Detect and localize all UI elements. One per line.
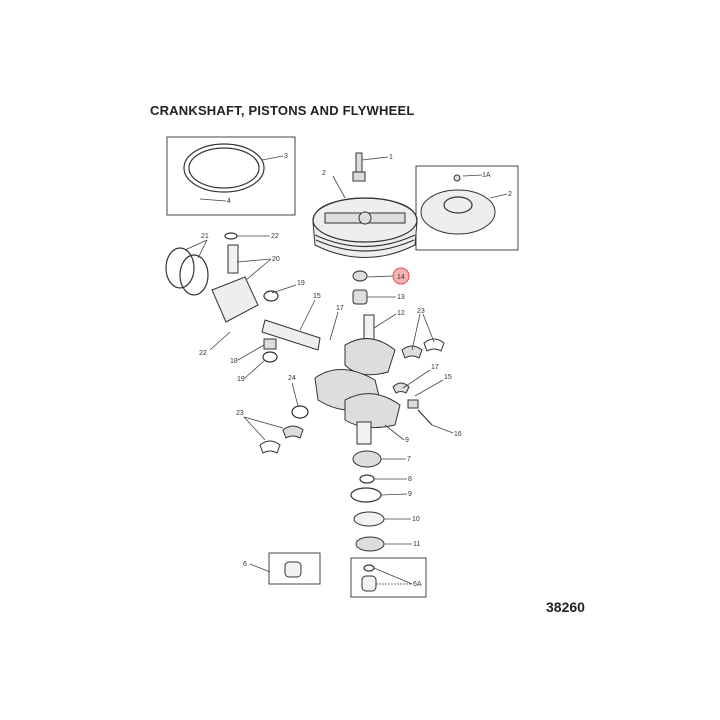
- flywheel-alternate-part: [420, 174, 496, 235]
- callout-14[interactable]: 14: [397, 274, 405, 281]
- callout-19-lower[interactable]: 19: [237, 376, 245, 383]
- callout-6a[interactable]: 6A: [413, 581, 422, 588]
- piston-rings-part: [165, 247, 195, 289]
- washer-part: [352, 270, 368, 282]
- piston-part: [211, 276, 259, 323]
- seal-ring-part: [291, 405, 309, 419]
- callout-15[interactable]: 15: [313, 293, 321, 300]
- ring-kit-box: [166, 136, 296, 216]
- kit-6a-box: [350, 557, 427, 598]
- snap-ring-part: [350, 487, 382, 503]
- callout-18[interactable]: 18: [230, 358, 238, 365]
- callout-2[interactable]: 2: [322, 170, 326, 177]
- callout-1[interactable]: 1: [389, 154, 393, 161]
- bushing-box: [268, 552, 321, 585]
- callout-12[interactable]: 12: [397, 310, 405, 317]
- flywheel-part: [312, 197, 418, 258]
- callout-7[interactable]: 7: [407, 456, 411, 463]
- bearing-half-lower-part: [282, 425, 304, 439]
- callout-4[interactable]: 4: [227, 198, 231, 205]
- callout-16[interactable]: 16: [454, 431, 462, 438]
- ball-bearing-part: [352, 450, 382, 468]
- callout-9-lower[interactable]: 9: [408, 491, 412, 498]
- callout-3[interactable]: 3: [284, 153, 288, 160]
- piston-pin-part: [227, 244, 239, 274]
- lockring-part: [224, 232, 238, 240]
- callout-23[interactable]: 23: [417, 308, 425, 315]
- highlight-marker[interactable]: [392, 267, 410, 285]
- diagram-title: CRANKSHAFT, PISTONS AND FLYWHEEL: [150, 103, 415, 118]
- connecting-rod-part: [261, 319, 321, 351]
- bearing-part: [352, 289, 368, 305]
- callout-23-lower[interactable]: 23: [236, 410, 244, 417]
- seal-part: [353, 511, 385, 527]
- callout-22-lower[interactable]: 22: [199, 350, 207, 357]
- figure-number: 38260: [546, 599, 585, 615]
- callout-8[interactable]: 8: [408, 476, 412, 483]
- seal-bearing-part: [355, 536, 385, 552]
- callout-21[interactable]: 21: [201, 233, 209, 240]
- callout-24[interactable]: 24: [288, 375, 296, 382]
- callout-13[interactable]: 13: [397, 294, 405, 301]
- callout-17-lower[interactable]: 17: [431, 364, 439, 371]
- callout-2-alt[interactable]: 2: [508, 191, 512, 198]
- callout-15-lower[interactable]: 15: [444, 374, 452, 381]
- flywheel-alt-box: [415, 165, 519, 251]
- retainer-part: [359, 474, 375, 484]
- callout-6[interactable]: 6: [243, 561, 247, 568]
- piston-ring-part: [183, 143, 265, 193]
- callout-11[interactable]: 11: [413, 541, 420, 548]
- callout-9[interactable]: 9: [405, 437, 409, 444]
- callout-10[interactable]: 10: [412, 516, 420, 523]
- callout-19[interactable]: 19: [297, 280, 305, 287]
- needle-bearing-part: [263, 338, 277, 350]
- clamp-part: [407, 399, 419, 409]
- callout-20[interactable]: 20: [272, 256, 280, 263]
- bushing-part: [284, 561, 302, 578]
- callout-17[interactable]: 17: [336, 305, 344, 312]
- screw-part: [417, 409, 433, 426]
- callout-22[interactable]: 22: [271, 233, 279, 240]
- callout-1a[interactable]: 1A: [482, 172, 491, 179]
- bearing-half-part: [401, 345, 423, 359]
- crankshaft-part: [314, 314, 401, 445]
